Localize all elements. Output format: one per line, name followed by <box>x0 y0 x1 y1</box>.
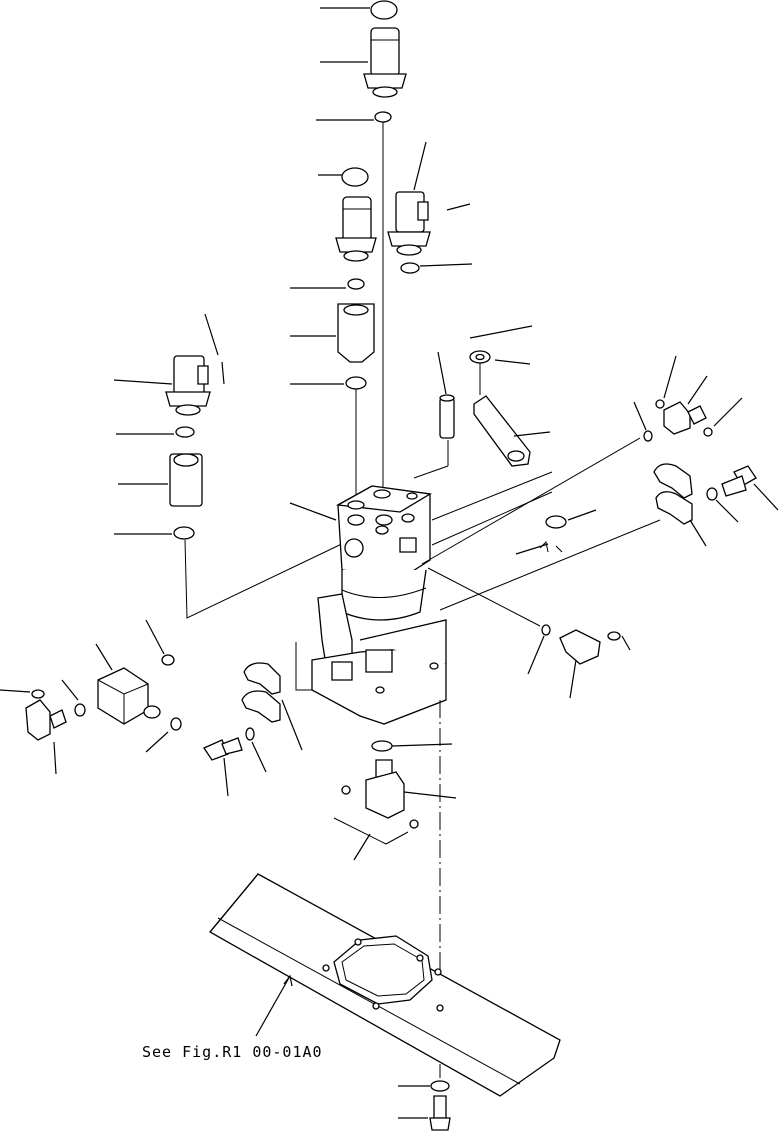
right-clamp-upper <box>654 464 706 546</box>
right-tee-fitting <box>634 356 742 441</box>
right-elbow-fitting <box>528 625 630 698</box>
left-elbow-fitting <box>0 680 85 774</box>
lower-oring <box>372 741 452 751</box>
left-block-fitting <box>96 620 181 752</box>
left-sleeve <box>118 454 202 506</box>
main-valve-body <box>290 486 446 724</box>
left-oring-a <box>116 427 194 437</box>
top-cap-oring <box>320 1 397 19</box>
washer-mid <box>546 510 596 528</box>
check-valve-block <box>334 760 456 860</box>
left-routing-line <box>185 540 350 618</box>
center-sleeve <box>290 304 374 362</box>
base-frame-plate <box>210 874 560 1096</box>
diagonal-line-3 <box>428 568 540 626</box>
top-small-oring <box>316 112 391 122</box>
diagonal-line-5 <box>432 492 552 545</box>
third-small-oring <box>290 279 364 289</box>
second-cap-oring <box>318 168 368 186</box>
right-washer <box>707 488 738 522</box>
second-valve <box>336 197 376 261</box>
diagonal-line-6 <box>414 466 448 478</box>
washer-top <box>470 326 532 395</box>
right-bolt <box>722 466 778 510</box>
diagonal-line-4 <box>432 472 552 520</box>
diagonal-line-2 <box>440 520 660 610</box>
center-lower-oring <box>290 377 366 389</box>
left-oring-b <box>114 527 194 539</box>
left-washer <box>246 728 266 772</box>
left-bolt <box>204 738 242 796</box>
top-relief-valve <box>320 28 406 97</box>
bottom-bolt <box>398 1096 450 1130</box>
small-pin-mark <box>516 542 562 554</box>
left-solenoid-valve <box>114 314 224 415</box>
link-arm <box>474 396 550 466</box>
left-clamp-pair <box>242 663 302 750</box>
pivot-pin <box>438 352 454 466</box>
reference-note: See Fig.R1 00-01A0 <box>142 1043 323 1061</box>
right-solenoid-oring <box>401 263 472 273</box>
right-solenoid-valve <box>388 142 470 255</box>
bottom-washer <box>398 1081 449 1091</box>
